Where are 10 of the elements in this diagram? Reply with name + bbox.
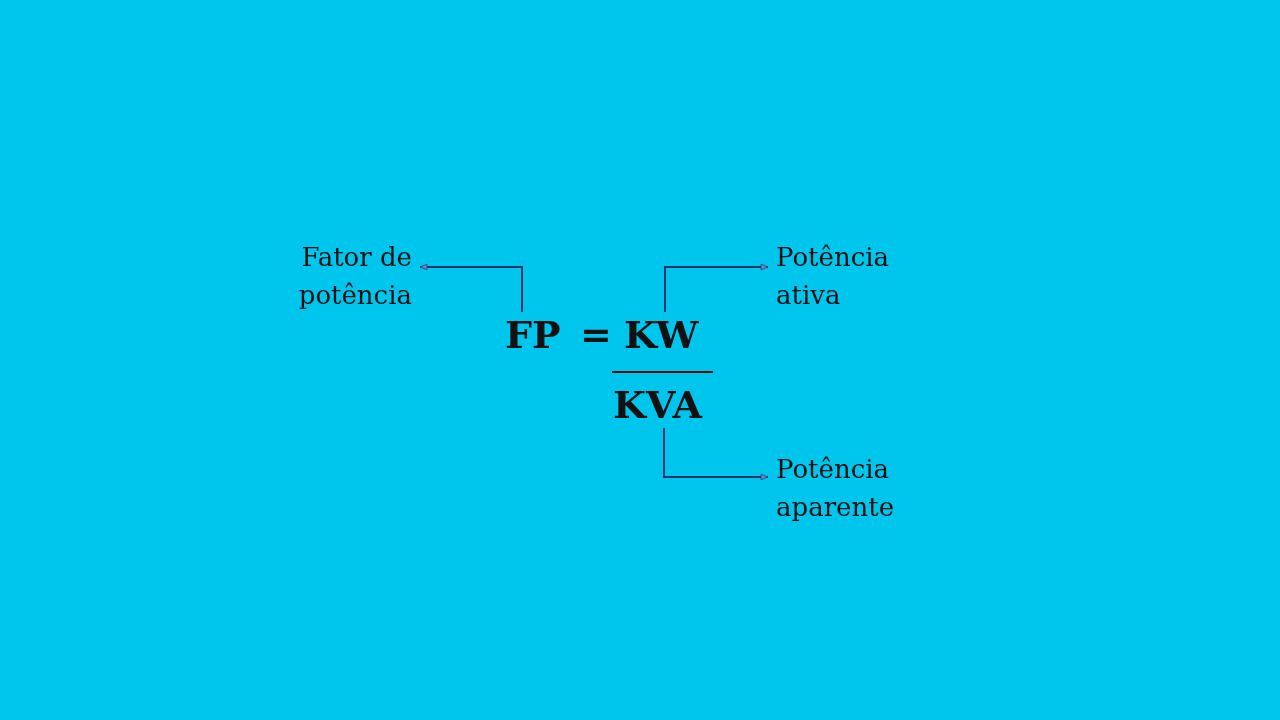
formula-term: FP [505, 312, 561, 358]
annotation-text: Fator de potência [262, 238, 412, 314]
formula-term: KW [624, 312, 699, 358]
arrow [663, 427, 769, 481]
arrow [419, 263, 523, 313]
formula-term: KVA [613, 382, 703, 428]
annotation-text: Potência aparente [776, 450, 936, 526]
annotation-text: Potência ativa [776, 238, 936, 314]
arrow [664, 263, 769, 313]
equals-sign: = [580, 312, 612, 358]
